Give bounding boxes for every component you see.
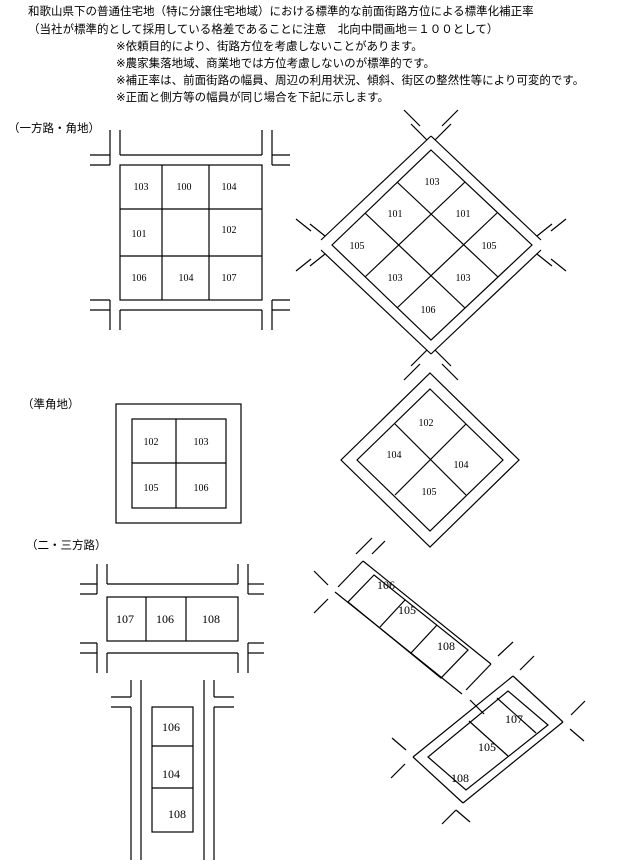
strip-horizontal <box>80 564 264 673</box>
corner-grid-diamond <box>295 109 567 381</box>
header-title: 和歌山県下の普通住宅地（特に分譲住宅地域）における標準的な前面街路方位による標準… <box>28 4 534 18</box>
note-2: ※農家集落地域、商業地では方位考慮しないのが標準的です。 <box>116 56 435 70</box>
strip-vertical <box>111 680 234 860</box>
note-4: ※正面と側方等の幅員が同じ場合を下記に示します。 <box>116 90 389 104</box>
lot-label: 105 <box>482 241 497 252</box>
section-label-corner: （一方路・角地） <box>8 121 100 135</box>
lot-label: 102 <box>222 225 237 236</box>
lot-label: 104 <box>454 460 469 471</box>
lot-label: 103 <box>134 182 149 193</box>
quasi-corner-square <box>115 403 242 524</box>
lot-label: 107 <box>505 712 523 726</box>
lot-label: 102 <box>144 437 159 448</box>
lot-label: 106 <box>377 578 395 592</box>
lot-label: 108 <box>168 807 186 821</box>
lot-label: 107 <box>116 612 134 626</box>
lot-label: 103 <box>425 177 440 188</box>
lot-label: 104 <box>179 273 194 284</box>
lot-label: 105 <box>398 603 416 617</box>
lot-label: 108 <box>202 612 220 626</box>
section-label-quasi-corner: （準角地） <box>22 397 80 411</box>
lot-label: 102 <box>419 418 434 429</box>
lot-label: 101 <box>456 209 471 220</box>
lot-label: 106 <box>156 612 174 626</box>
lot-label: 104 <box>222 182 237 193</box>
section-label-two-three-road: （二・三方路） <box>26 538 107 552</box>
lot-label: 105 <box>350 241 365 252</box>
lot-label: 103 <box>194 437 209 448</box>
note-3: ※補正率は、前面街路の幅員、周辺の利用状況、傾斜、街区の整然性等により可変的です… <box>116 73 585 87</box>
lot-label: 105 <box>422 487 437 498</box>
header-subtitle: （当社が標準的として採用している格差であることに注意 北向中間画地＝１００として… <box>28 22 499 36</box>
lot-label: 106 <box>421 305 436 316</box>
lot-numbers: 103 100 104 101 102 106 104 107 103 101 … <box>116 177 523 821</box>
lot-label: 101 <box>388 209 403 220</box>
lot-label: 101 <box>132 229 147 240</box>
lot-label: 104 <box>387 450 402 461</box>
lot-label: 104 <box>162 767 180 781</box>
quasi-corner-diamond <box>340 372 520 548</box>
lot-label: 106 <box>194 483 209 494</box>
strip-diagonal-lower <box>390 655 586 825</box>
strip-diagonal-upper <box>313 537 514 715</box>
corner-grid-square <box>90 130 290 330</box>
lot-label: 103 <box>388 273 403 284</box>
lot-label: 105 <box>144 483 159 494</box>
lot-label: 108 <box>437 639 455 653</box>
lot-label: 105 <box>478 740 496 754</box>
lot-label: 106 <box>162 720 180 734</box>
lot-label: 107 <box>222 273 237 284</box>
lot-label: 108 <box>451 771 469 785</box>
lot-label: 103 <box>456 273 471 284</box>
lot-label: 100 <box>177 182 192 193</box>
note-1: ※依頼目的により、街路方位を考慮しないことがあります。 <box>116 39 423 53</box>
lot-label: 106 <box>132 273 147 284</box>
